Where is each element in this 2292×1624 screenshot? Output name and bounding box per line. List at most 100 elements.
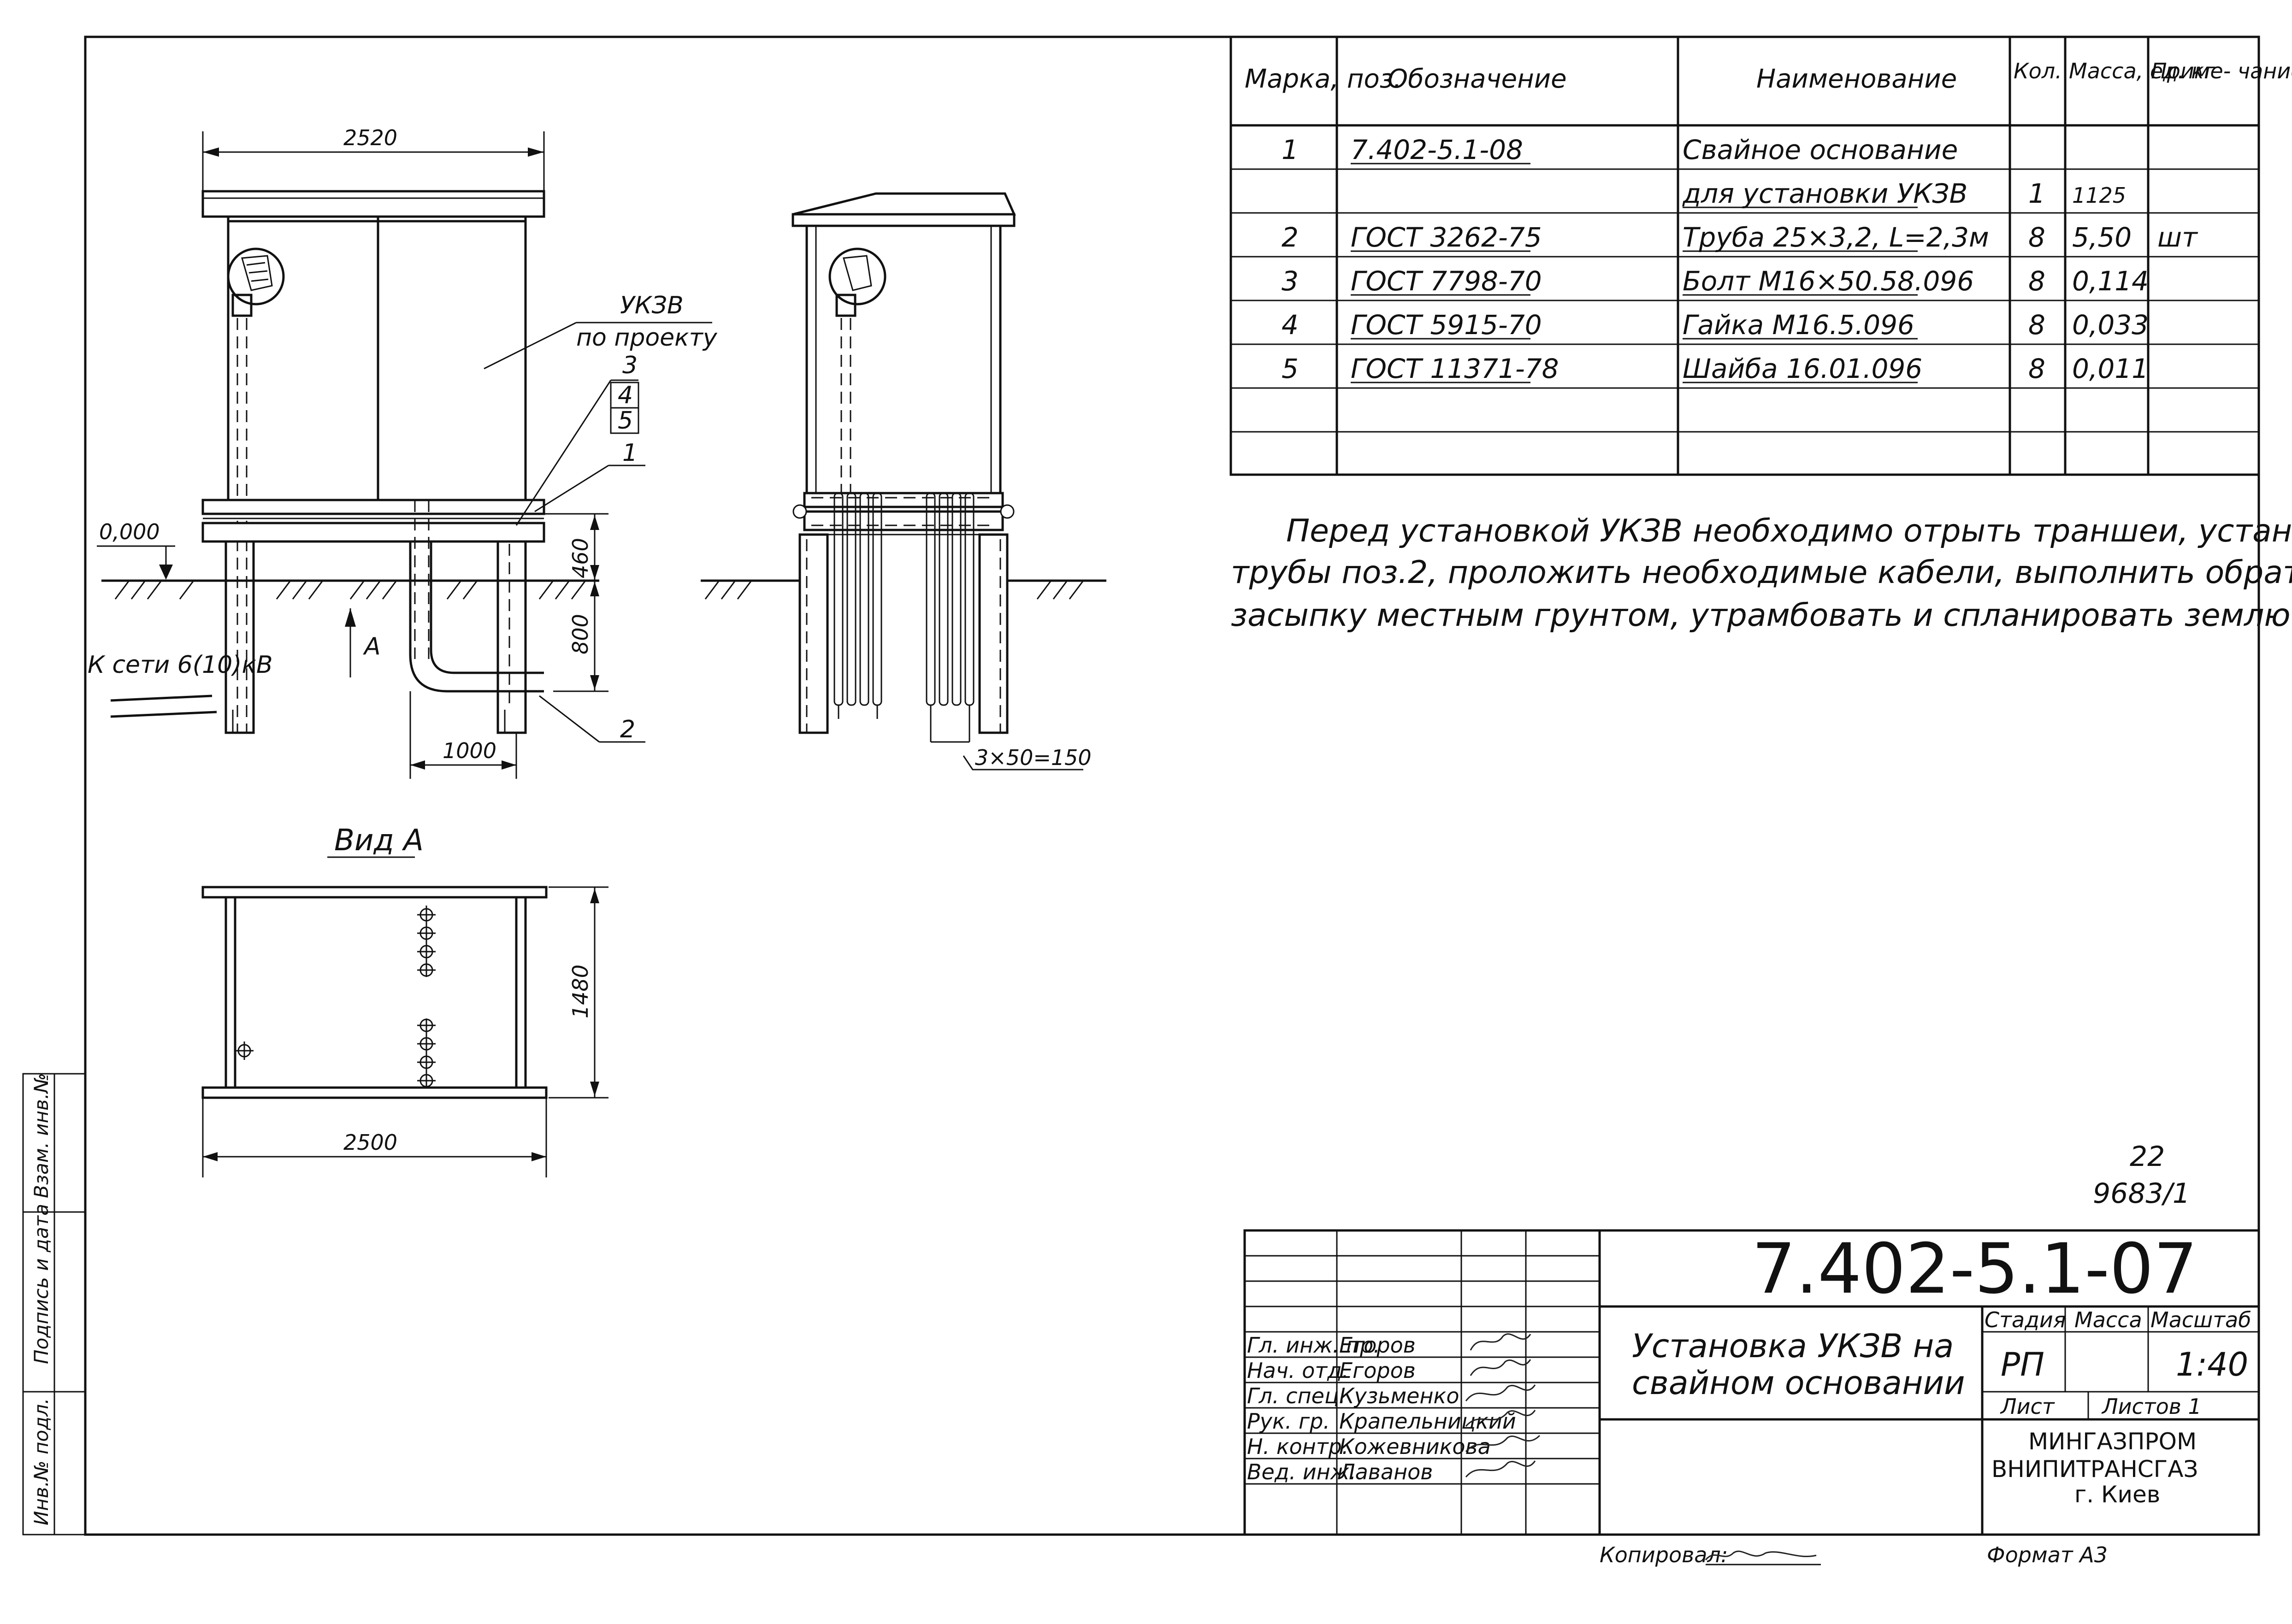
cable-label: К сети 6(10)кВ: [88, 651, 273, 679]
order-number: 9683/1: [2093, 1177, 2190, 1210]
org-line-1: МИНГАЗПРОМ: [2028, 1428, 2197, 1455]
sheets-label: Листов 1: [2101, 1394, 2202, 1419]
svg-text:Н. контр.: Н. контр.: [1247, 1434, 1348, 1459]
svg-text:Рук. гр.: Рук. гр.: [1247, 1409, 1330, 1434]
callout-4: 4: [618, 382, 633, 409]
header-qty: Кол.: [2014, 59, 2062, 83]
sheet-number: 22: [2130, 1141, 2165, 1173]
svg-text:3: 3: [1282, 265, 1299, 297]
svg-text:8: 8: [2028, 222, 2045, 253]
ukzv-label: УКЗВ: [620, 292, 684, 319]
installation-note: Перед установкой УКЗВ необходимо отрыть …: [1231, 513, 2292, 634]
svg-text:8: 8: [2028, 353, 2045, 384]
dim-1480: 1480: [568, 965, 593, 1018]
svg-text:4: 4: [1282, 309, 1299, 341]
front-view: 2520: [88, 125, 718, 779]
title-line-2: свайном основании: [1632, 1364, 1965, 1402]
callout-5: 5: [618, 407, 633, 435]
dim-800: 800: [568, 614, 593, 654]
callout-3: 3: [622, 352, 638, 379]
note-line: засыпку местным грунтом, утрамбовать и с…: [1231, 597, 2292, 634]
side-stamp: Взам. инв.№ Подпись и дата Инв.№ подл.: [22, 1073, 86, 1536]
note-line: Перед установкой УКЗВ необходимо отрыть …: [1286, 513, 2292, 549]
by-project-label: по проекту: [576, 324, 718, 352]
staff-row: Гл. спец. Кузьменко: [1247, 1383, 1536, 1408]
svg-text:Гл. спец.: Гл. спец.: [1247, 1383, 1346, 1408]
dim-460: 460: [568, 538, 593, 578]
dim-2500: 2500: [343, 1130, 397, 1155]
svg-text:8: 8: [2028, 309, 2045, 341]
svg-text:Нач. отд.: Нач. отд.: [1247, 1358, 1349, 1383]
svg-text:Вед. инж.: Вед. инж.: [1247, 1459, 1356, 1484]
svg-text:Кожевникова: Кожевникова: [1339, 1434, 1491, 1459]
sheet-frame: [84, 35, 2260, 1536]
svg-text:ГОСТ 3262-75: ГОСТ 3262-75: [1351, 222, 1542, 253]
scale-value: 1:40: [2176, 1346, 2248, 1383]
staff-row: Нач. отд. Егоров: [1247, 1358, 1531, 1383]
svg-text:ГОСТ 7798-70: ГОСТ 7798-70: [1351, 265, 1542, 297]
svg-text:Кузьменко: Кузьменко: [1339, 1383, 1459, 1408]
doc-code: 7.402-5.1-07: [1752, 1229, 2197, 1309]
side-stamp-inv-replace: Взам. инв.№: [30, 1073, 53, 1198]
svg-text:ГОСТ 5915-70: ГОСТ 5915-70: [1351, 309, 1542, 341]
svg-text:Егоров: Егоров: [1339, 1333, 1416, 1358]
svg-text:0,011: 0,011: [2072, 353, 2149, 384]
header-note: Приме- чание: [2151, 59, 2292, 83]
callout-1: 1: [622, 439, 638, 467]
staff-row: Рук. гр. Крапельницкий: [1247, 1409, 1536, 1434]
header-mark: Марка, поз.: [1245, 64, 1401, 94]
stage-header: Стадия: [1985, 1307, 2066, 1332]
table-row: для установки УКЗВ 1 1125: [1682, 178, 2126, 209]
stage-value: РП: [2001, 1346, 2044, 1383]
svg-text:8: 8: [2028, 265, 2045, 297]
title-block: 7.402-5.1-07 Установка УКЗВ на свайном о…: [1243, 1229, 2260, 1536]
dim-1000: 1000: [443, 738, 496, 763]
staff-row: Вед. инж. Лаванов: [1247, 1459, 1536, 1484]
table-row: 4 ГОСТ 5915-70 Гайка М16.5.096 8 0,033: [1282, 309, 2149, 341]
svg-text:для установки УКЗВ: для установки УКЗВ: [1682, 178, 1967, 209]
callout-2: 2: [620, 716, 635, 743]
table-row: 1 7.402-5.1-08 Свайное основание: [1282, 134, 1958, 165]
svg-text:ГОСТ 11371-78: ГОСТ 11371-78: [1351, 353, 1559, 384]
svg-text:Егоров: Егоров: [1339, 1358, 1416, 1383]
svg-text:2: 2: [1282, 222, 1299, 253]
note-line: трубы поз.2, проложить необходимые кабел…: [1231, 554, 2292, 591]
svg-text:7.402-5.1-08: 7.402-5.1-08: [1351, 134, 1523, 165]
sheet-label: Лист: [2000, 1394, 2055, 1419]
svg-text:Гайка М16.5.096: Гайка М16.5.096: [1683, 309, 1914, 341]
svg-text:0,033: 0,033: [2072, 309, 2149, 341]
svg-text:1125: 1125: [2072, 183, 2126, 208]
org-line-3: г. Киев: [2074, 1481, 2160, 1508]
svg-text:шт: шт: [2157, 222, 2198, 253]
view-arrow-label: А: [363, 633, 381, 660]
svg-text:Труба 25×3,2, L=2,3м: Труба 25×3,2, L=2,3м: [1683, 222, 1989, 253]
staff-row: Н. контр. Кожевникова: [1247, 1434, 1541, 1459]
level-mark: 0,000: [99, 519, 160, 544]
svg-text:Свайное основание: Свайное основание: [1683, 134, 1958, 165]
view-a: Вид А: [201, 824, 608, 1177]
table-row: 5 ГОСТ 11371-78 Шайба 16.01.096 8 0,011: [1282, 353, 2149, 384]
svg-text:Шайба 16.01.096: Шайба 16.01.096: [1683, 353, 1922, 384]
dim-2520: 2520: [343, 125, 397, 150]
view-a-title: Вид А: [334, 824, 424, 858]
copied-label: Копировал:: [1600, 1542, 1728, 1567]
svg-text:Болт М16×50.58.096: Болт М16×50.58.096: [1683, 265, 1974, 297]
org-line-2: ВНИПИТРАНСГАЗ: [1991, 1456, 2198, 1483]
svg-text:1: 1: [1282, 134, 1299, 165]
header-designation: Обозначение: [1388, 64, 1567, 94]
copier-signature: [1705, 1550, 1817, 1560]
table-row: 3 ГОСТ 7798-70 Болт М16×50.58.096 8 0,11…: [1282, 265, 2149, 297]
format-label: Формат А3: [1987, 1542, 2108, 1567]
header-mass: Масса, ед. кг: [2069, 59, 2215, 83]
spec-table: Марка, поз. Обозначение Наименование Кол…: [1229, 35, 2292, 476]
svg-text:5,50: 5,50: [2072, 222, 2132, 253]
header-name: Наименование: [1756, 64, 1957, 94]
mass-header: Масса: [2074, 1307, 2142, 1332]
svg-text:5: 5: [1282, 353, 1299, 384]
table-row: 2 ГОСТ 3262-75 Труба 25×3,2, L=2,3м 8 5,…: [1282, 222, 2198, 253]
svg-text:1: 1: [2028, 178, 2045, 209]
pipe-pitch-dim: 3×50=150: [975, 745, 1092, 770]
side-view: 3×50=150: [701, 192, 1106, 771]
